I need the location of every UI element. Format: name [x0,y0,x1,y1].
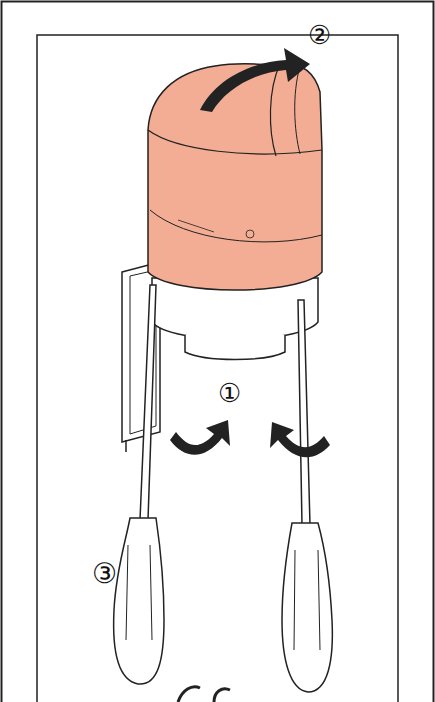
rotation-arrows [170,420,330,457]
screwdriver-left [114,285,164,684]
inner-frame [37,35,398,702]
knob [148,64,322,290]
next-figure-fragment [178,687,230,702]
callout-number: ② [308,22,331,48]
screwdriver-right [282,300,332,692]
callout-number: ① [218,380,241,406]
callout-number: ③ [92,560,117,588]
lift-arrow [200,48,310,112]
